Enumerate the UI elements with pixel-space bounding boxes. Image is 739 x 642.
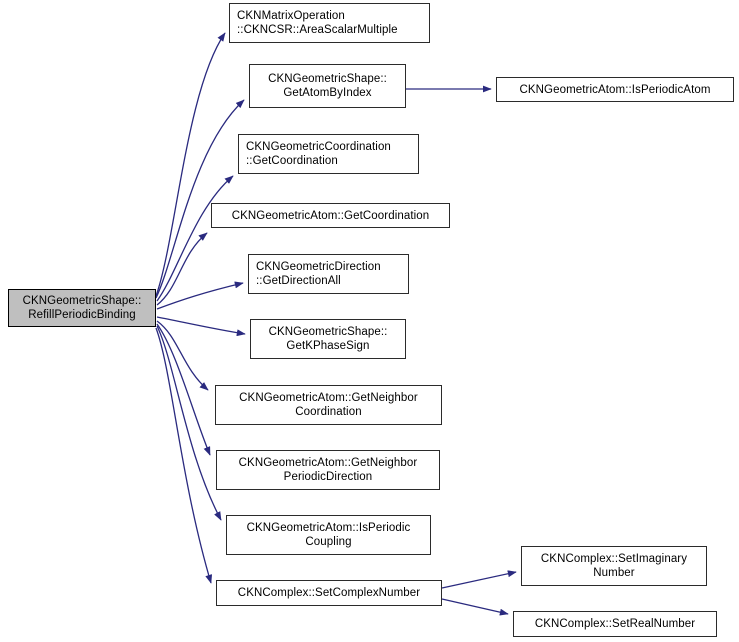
node-area_scalar_multiple[interactable]: CKNMatrixOperation ::CKNCSR::AreaScalarM… (229, 3, 430, 43)
edge-root-to-get_coordination_coord (156, 175, 234, 302)
edge-root-to-get_neighbor_coordination (156, 320, 209, 391)
node-get_neighbor_coordination[interactable]: CKNGeometricAtom::GetNeighbor Coordinati… (215, 385, 442, 425)
edge-root-to-is_periodic_coupling (156, 325, 222, 521)
edge-root-to-get_atom_by_index (155, 99, 245, 299)
node-get_direction_all[interactable]: CKNGeometricDirection ::GetDirectionAll (248, 254, 409, 294)
node-atom_get_coordination[interactable]: CKNGeometricAtom::GetCoordination (211, 203, 450, 228)
edge-root-to-get_neighbor_periodic_direction (156, 323, 211, 456)
node-set_real_number[interactable]: CKNComplex::SetRealNumber (513, 611, 717, 637)
node-is_periodic_coupling[interactable]: CKNGeometricAtom::IsPeriodic Coupling (226, 515, 431, 555)
edge-set_complex_number-to-set_imaginary_number (441, 570, 517, 589)
edge-root-to-get_direction_all (156, 281, 244, 310)
edge-root-to-area_scalar_multiple (155, 32, 226, 297)
node-get_neighbor_periodic_direction[interactable]: CKNGeometricAtom::GetNeighbor PeriodicDi… (216, 450, 440, 490)
edge-root-to-get_kphase_sign (156, 316, 246, 337)
node-set_complex_number[interactable]: CKNComplex::SetComplexNumber (216, 580, 442, 606)
edge-set_complex_number-to-set_real_number (441, 598, 509, 616)
edge-root-to-set_complex_number (155, 327, 213, 584)
node-is_periodic_atom[interactable]: CKNGeometricAtom::IsPeriodicAtom (496, 77, 734, 102)
node-set_imaginary_number[interactable]: CKNComplex::SetImaginary Number (521, 546, 707, 586)
node-get_coordination_coord[interactable]: CKNGeometricCoordination ::GetCoordinati… (238, 134, 419, 174)
edge-root-to-atom_get_coordination (156, 232, 208, 306)
node-get_kphase_sign[interactable]: CKNGeometricShape:: GetKPhaseSign (250, 319, 406, 359)
node-get_atom_by_index[interactable]: CKNGeometricShape:: GetAtomByIndex (249, 64, 406, 108)
node-root[interactable]: CKNGeometricShape:: RefillPeriodicBindin… (8, 289, 156, 327)
